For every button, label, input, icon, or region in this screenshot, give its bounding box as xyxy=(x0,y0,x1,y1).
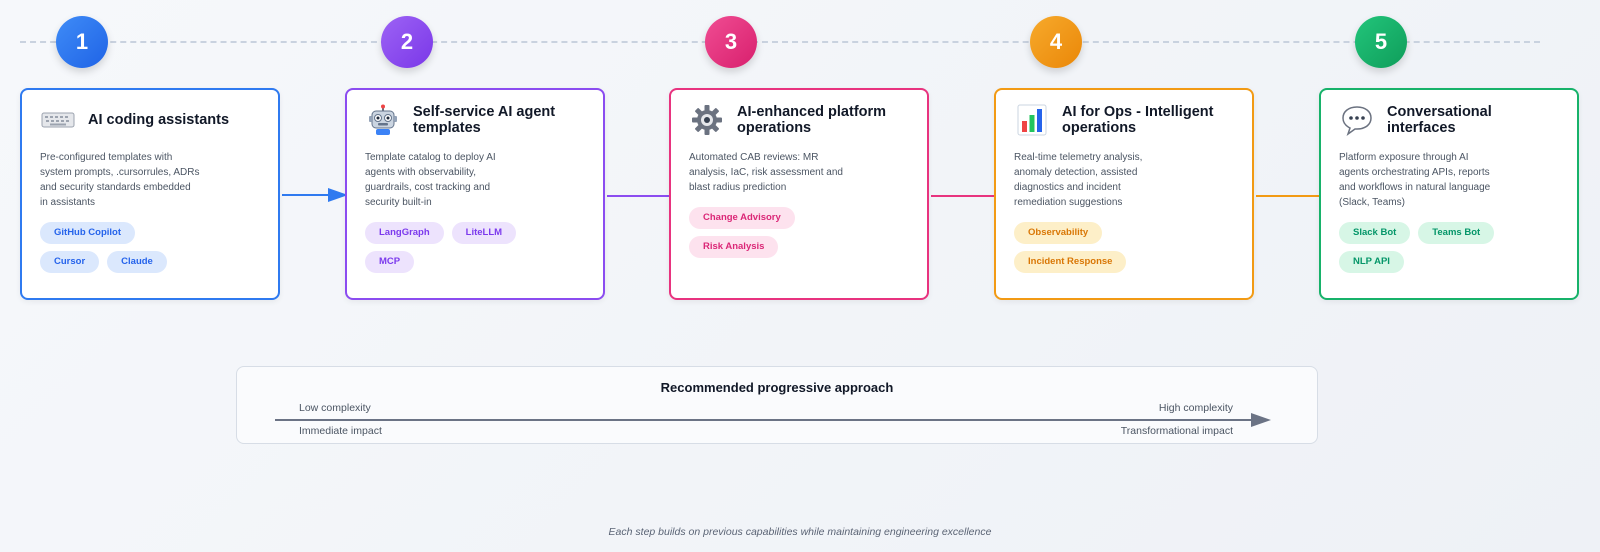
step-2-circle: 2 xyxy=(381,16,433,68)
step-1-tags: GitHub Copilot Cursor Claude xyxy=(40,222,200,273)
approach-title: Recommended progressive approach xyxy=(660,380,894,395)
speech-bubble-icon xyxy=(1339,102,1375,138)
connector-1-2 xyxy=(282,188,348,202)
tag-claude: Claude xyxy=(107,251,167,273)
immediate-impact-label: Immediate impact xyxy=(299,425,382,437)
tag-incident-response: Incident Response xyxy=(1014,251,1127,273)
step-5-number: 5 xyxy=(1374,29,1388,54)
tag-litellm: LiteLLM xyxy=(451,222,517,244)
step-2-number: 2 xyxy=(400,29,414,54)
step-4-description: Real-time telemetry analysis, anomaly de… xyxy=(1014,152,1143,208)
approach-panel: Recommended progressive approach Low com… xyxy=(236,366,1318,444)
timeline-dashed-line xyxy=(20,41,1540,43)
tag-langgraph: LangGraph xyxy=(365,222,444,244)
high-complexity-label: High complexity xyxy=(1158,402,1233,414)
step-3-circle: 3 xyxy=(705,16,757,68)
step-1-number: 1 xyxy=(75,29,89,54)
tag-risk-analysis: Risk Analysis xyxy=(689,236,779,258)
tag-cursor: Cursor xyxy=(40,251,100,273)
step-5-tags: Slack Bot Teams Bot NLP API xyxy=(1339,222,1499,273)
step-3-description: Automated CAB reviews: MR analysis, IaC,… xyxy=(689,152,843,193)
footer-note: Each step builds on previous capabilitie… xyxy=(608,526,992,538)
step-4-number: 4 xyxy=(1049,29,1063,54)
step-2-title: Self-service AI agent templates xyxy=(413,104,556,136)
connector-3-4 xyxy=(931,195,997,197)
step-3-number: 3 xyxy=(724,29,738,54)
step-5-circle: 5 xyxy=(1355,16,1407,68)
step-1-card: AI coding assistants Pre-configured temp… xyxy=(20,88,280,300)
step-4-circle: 4 xyxy=(1030,16,1082,68)
robot-icon xyxy=(365,102,401,138)
step-4-tags: Observability Incident Response xyxy=(1014,222,1154,273)
step-2-description: Template catalog to deploy AI agents wit… xyxy=(365,152,496,208)
step-3-title: AI-enhanced platform operations xyxy=(737,104,887,136)
connector-4-5 xyxy=(1256,195,1322,197)
tag-mcp: MCP xyxy=(365,251,415,273)
gear-icon xyxy=(689,102,725,138)
step-1-circle: 1 xyxy=(56,16,108,68)
step-2-tags: LangGraph LiteLLM MCP xyxy=(365,222,525,273)
connector-2-3 xyxy=(607,195,673,197)
step-1-title: AI coding assistants xyxy=(88,112,230,128)
keyboard-icon xyxy=(40,102,76,138)
tag-teams-bot: Teams Bot xyxy=(1418,222,1495,244)
step-5-title: Conversational interfaces xyxy=(1387,104,1492,136)
step-4-card: AI for Ops - Intelligent operations Real… xyxy=(994,88,1254,300)
step-2-card: Self-service AI agent templates Template… xyxy=(345,88,605,300)
step-5-description: Platform exposure through AI agents orch… xyxy=(1339,152,1491,208)
complexity-arrow-head xyxy=(1251,413,1271,427)
bar-chart-icon xyxy=(1014,102,1050,138)
step-4-title: AI for Ops - Intelligent operations xyxy=(1062,104,1214,136)
low-complexity-label: Low complexity xyxy=(299,402,371,414)
tag-github-copilot: GitHub Copilot xyxy=(40,222,136,244)
tag-slack-bot: Slack Bot xyxy=(1339,222,1411,244)
step-3-tags: Change Advisory Risk Analysis xyxy=(689,207,829,258)
tag-nlp-api: NLP API xyxy=(1339,251,1404,273)
step-1-description: Pre-configured templates with system pro… xyxy=(40,152,200,208)
tag-change-advisory: Change Advisory xyxy=(689,207,795,229)
step-3-card: AI-enhanced platform operations Automate… xyxy=(669,88,929,300)
tag-observability: Observability xyxy=(1014,222,1103,244)
step-5-card: Conversational interfaces Platform expos… xyxy=(1319,88,1579,300)
transformational-impact-label: Transformational impact xyxy=(1120,425,1233,437)
complexity-arrow-line xyxy=(275,419,1255,421)
